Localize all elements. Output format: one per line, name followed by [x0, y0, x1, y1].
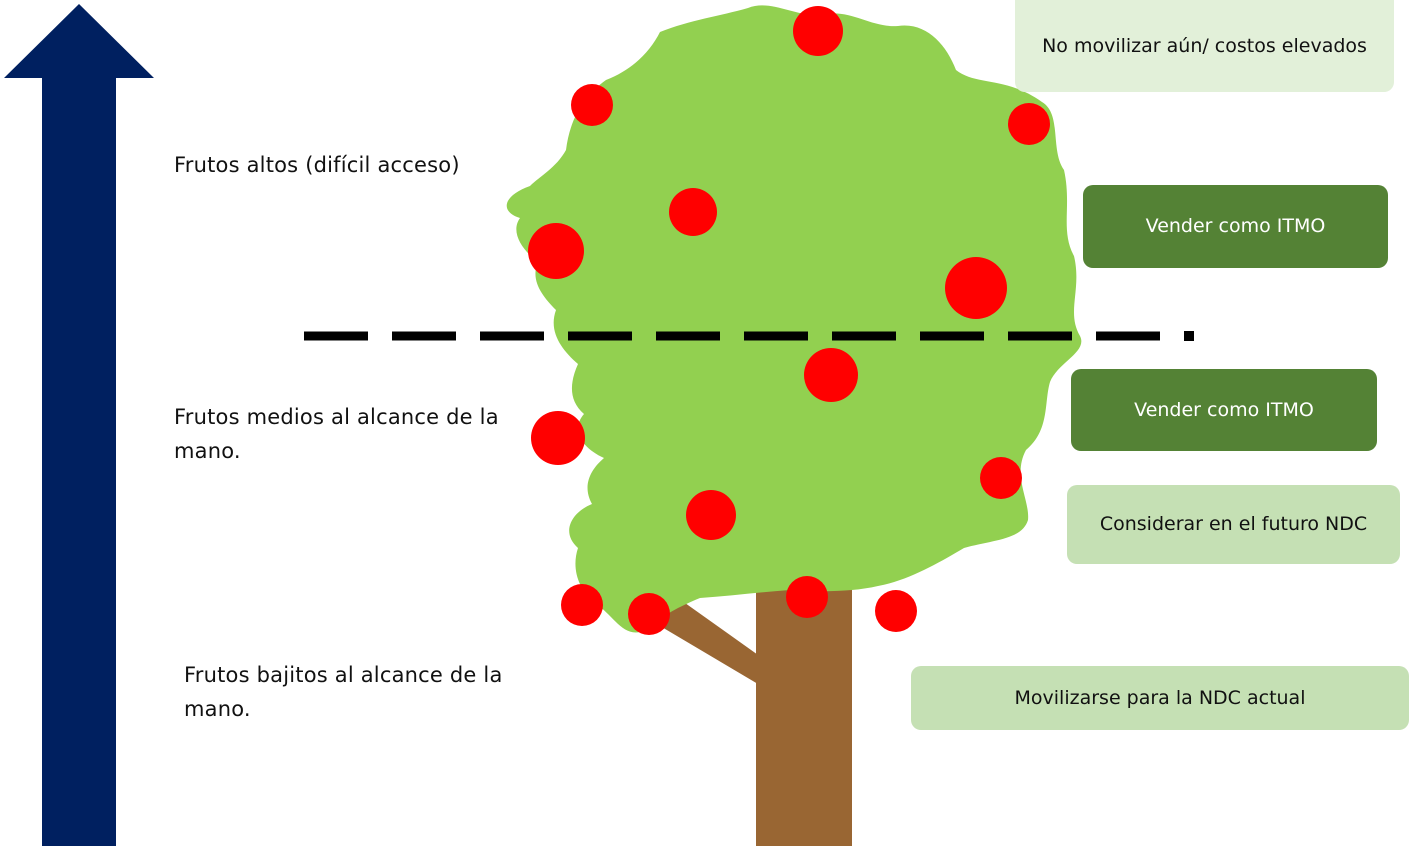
fruit [528, 223, 584, 279]
vertical-arrow [4, 4, 154, 846]
action-do-not-mobilize: No movilizar aún/ costos elevados [1015, 0, 1394, 92]
action-sell-itmo-upper: Vender como ITMO [1083, 185, 1388, 268]
fruit [945, 257, 1007, 319]
fruits [528, 6, 1050, 635]
fruit [571, 84, 613, 126]
fruit [804, 348, 858, 402]
fruit [875, 590, 917, 632]
label-low-fruits: Frutos bajitos al alcance de la mano. [184, 663, 503, 721]
tree-branch [650, 598, 768, 690]
fruit [686, 490, 736, 540]
fruit [980, 457, 1022, 499]
divider-dot [1184, 331, 1194, 341]
action-mobilize-current-ndc: Movilizarse para la NDC actual [911, 666, 1409, 730]
fruit [531, 411, 585, 465]
action-consider-future-ndc: Considerar en el futuro NDC [1067, 485, 1400, 564]
label-medium-fruits: Frutos medios al alcance de la mano. [174, 405, 499, 463]
fruit [669, 188, 717, 236]
action-sell-itmo-lower: Vender como ITMO [1071, 369, 1377, 451]
tree-foliage [506, 5, 1082, 633]
fruit [628, 593, 670, 635]
fruit [786, 576, 828, 618]
fruit [1008, 103, 1050, 145]
fruit [793, 6, 843, 56]
tree-trunk [756, 578, 852, 846]
label-high-fruits: Frutos altos (difícil acceso) [174, 153, 460, 177]
fruit [561, 584, 603, 626]
